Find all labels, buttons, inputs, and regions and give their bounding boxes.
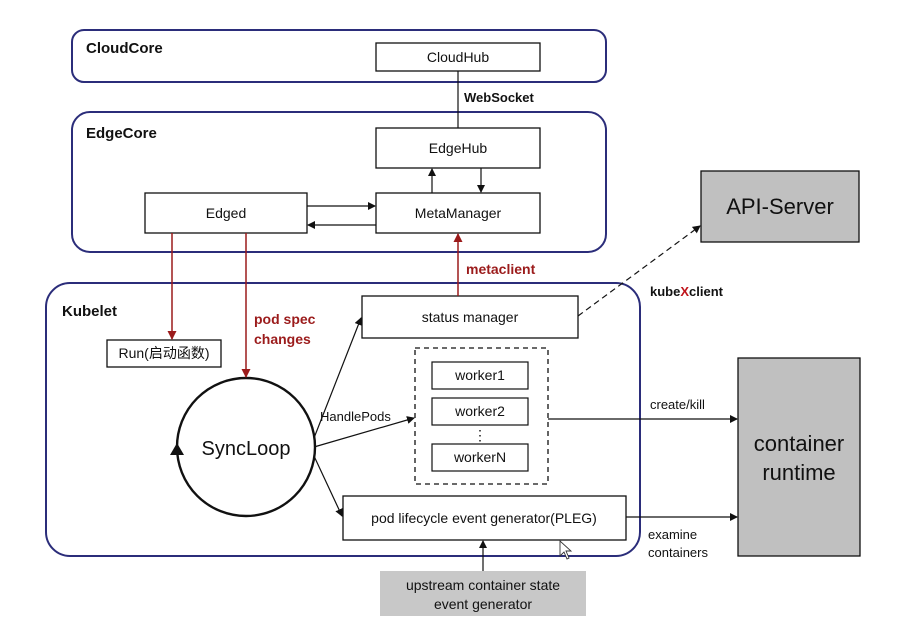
pod-spec-label-line1: pod spec (254, 311, 316, 327)
pod-spec-label-line2: changes (254, 331, 311, 347)
status-manager-label: status manager (422, 309, 519, 325)
container-runtime-label-line1: container (754, 431, 845, 456)
run-label: Run(启动函数) (118, 345, 209, 361)
metamanager-box (375, 192, 541, 234)
cloudcore-region (71, 29, 607, 83)
handlepods-label: HandlePods (320, 409, 391, 424)
edgecore-title: EdgeCore (86, 125, 157, 142)
mouse-cursor-icon (559, 539, 573, 560)
worker1-label: worker1 (454, 367, 505, 383)
metaclient-label: metaclient (466, 261, 536, 277)
worker2-box (431, 397, 529, 426)
edgehub-label: EdgeHub (429, 140, 488, 156)
run-box (106, 339, 222, 368)
metamanager-label: MetaManager (415, 205, 502, 221)
pleg-label: pod lifecycle event generator(PLEG) (371, 510, 597, 526)
status-manager-box (361, 295, 579, 339)
examine-label-line2: containers (648, 545, 708, 560)
cloudhub-box (375, 42, 541, 72)
examine-label-line1: examine (648, 527, 697, 542)
api-server-label: API-Server (726, 194, 834, 219)
edged-label: Edged (206, 205, 246, 221)
edgehub-box (375, 127, 541, 169)
worker1-box (431, 361, 529, 390)
api-server-box (700, 170, 860, 243)
kubelet-title: Kubelet (62, 303, 117, 320)
container-runtime-label-line2: runtime (762, 460, 835, 485)
workerN-label: workerN (453, 449, 506, 465)
syncloop-to-workers-arrow (313, 416, 415, 448)
edgecore-region (71, 111, 607, 253)
upstream-box (380, 571, 586, 616)
worker2-label: worker2 (454, 403, 505, 419)
kubeclient-prefix: kube (650, 284, 680, 299)
worker-ellipsis: ⋮ (473, 427, 487, 443)
workerN-box (431, 443, 529, 472)
upstream-label-line1: upstream container state (406, 577, 560, 593)
pleg-box (342, 495, 627, 541)
syncloop-label: SyncLoop (202, 438, 291, 460)
cloudhub-label: CloudHub (427, 49, 489, 65)
websocket-label: WebSocket (464, 90, 535, 105)
create-kill-label: create/kill (650, 397, 705, 412)
kubeclient-label: kubeXclient (650, 284, 724, 299)
edged-box (144, 192, 308, 234)
upstream-label-line2: event generator (434, 596, 532, 612)
kubeclient-dashed-arrow (577, 225, 701, 317)
container-runtime-box (737, 357, 861, 557)
workers-group (414, 347, 549, 485)
kubeclient-suffix: client (689, 284, 724, 299)
kubeclient-cross: X (680, 284, 689, 299)
syncloop-to-status-manager-arrow (313, 317, 363, 439)
syncloop-arrowhead (170, 443, 184, 455)
syncloop-to-pleg-arrow (313, 455, 343, 517)
cloudcore-title: CloudCore (86, 40, 163, 57)
